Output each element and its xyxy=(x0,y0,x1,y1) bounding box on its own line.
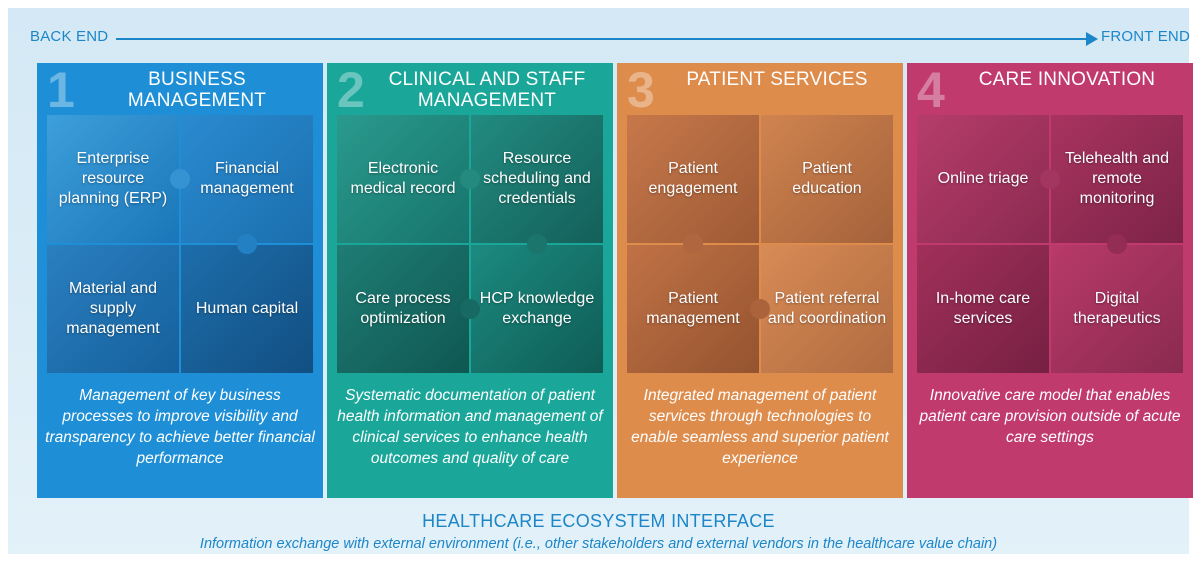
tile-label: Care process optimization xyxy=(355,290,451,327)
tile-label: Material and supply management xyxy=(66,280,160,337)
puzzle-tile: Patient referral and coordination xyxy=(761,245,893,373)
panel-clinical-staff-management: 2 CLINICAL AND STAFF MANAGEMENT Electron… xyxy=(327,63,613,498)
tile-label: Telehealth and remote monitoring xyxy=(1064,150,1170,207)
panel-title: BUSINESS MANAGEMENT xyxy=(127,69,267,111)
panel-description: Integrated management of patient service… xyxy=(631,387,889,467)
panel-number: 2 xyxy=(337,63,365,118)
tile-label: Online triage xyxy=(937,170,1029,187)
tile-label: Patient education xyxy=(792,160,862,197)
puzzle-grid: Electronic medical record Resource sched… xyxy=(337,115,603,373)
panel-number: 3 xyxy=(627,63,655,118)
puzzle-grid: Enterprise resource planning (ERP) Finan… xyxy=(47,115,313,373)
puzzle-tile: Patient education xyxy=(761,115,893,243)
front-end-label: FRONT END xyxy=(1100,28,1190,45)
tile-label: Resource scheduling and credentials xyxy=(483,150,591,207)
ecosystem-interface-title: HEALTHCARE ECOSYSTEM INTERFACE xyxy=(422,511,775,531)
puzzle-tile: Resource scheduling and credentials xyxy=(471,115,603,254)
panel-title: CLINICAL AND STAFF MANAGEMENT xyxy=(388,69,586,111)
panel-patient-services: 3 PATIENT SERVICES Patient engagement Pa… xyxy=(617,63,903,498)
panel-business-management: 1 BUSINESS MANAGEMENT Enterprise resourc… xyxy=(37,63,323,498)
puzzle-knob xyxy=(170,169,190,189)
tile-label: Digital therapeutics xyxy=(1073,290,1161,327)
tile-label: HCP knowledge exchange xyxy=(479,290,595,327)
puzzle-knob xyxy=(460,299,480,319)
puzzle-knob xyxy=(460,169,480,189)
panel-title: PATIENT SERVICES xyxy=(686,69,868,90)
panel-description: Innovative care model that enables patie… xyxy=(919,387,1181,446)
puzzle-tile: Financial management xyxy=(181,115,313,254)
puzzle-tile: Telehealth and remote monitoring xyxy=(1051,115,1183,254)
arrow-line xyxy=(116,38,1090,40)
puzzle-tile: Patient engagement xyxy=(627,115,759,254)
tile-label: Patient management xyxy=(646,290,740,327)
tile-label: In-home care services xyxy=(935,290,1031,327)
puzzle-grid: Online triage Telehealth and remote moni… xyxy=(917,115,1183,373)
puzzle-tile: Human capital xyxy=(181,245,313,373)
puzzle-tile: Electronic medical record xyxy=(337,115,480,243)
diagram-frame: BACK END FRONT END 1 BUSINESS MANAGEMENT… xyxy=(8,8,1193,554)
panel-description: Systematic documentation of patient heal… xyxy=(337,387,603,467)
puzzle-knob xyxy=(237,234,257,254)
panel-title: CARE INNOVATION xyxy=(978,69,1156,90)
puzzle-tile: Online triage xyxy=(917,115,1060,243)
puzzle-tile: Digital therapeutics xyxy=(1051,245,1183,373)
puzzle-tile: Material and supply management xyxy=(47,245,179,373)
puzzle-knob xyxy=(683,234,703,254)
panel-care-innovation: 4 CARE INNOVATION Online triage Teleheal… xyxy=(907,63,1193,498)
tile-label: Electronic medical record xyxy=(350,160,456,197)
tile-label: Enterprise resource planning (ERP) xyxy=(58,150,168,207)
puzzle-knob xyxy=(527,234,547,254)
arrow-head-icon xyxy=(1086,32,1098,46)
tile-label: Human capital xyxy=(195,300,299,317)
ecosystem-interface-subtitle: Information exchange with external envir… xyxy=(199,536,998,552)
tile-label: Financial management xyxy=(200,160,294,197)
puzzle-tile: In-home care services xyxy=(917,245,1049,373)
back-end-label: BACK END xyxy=(30,28,109,45)
tile-label: Patient engagement xyxy=(648,160,738,197)
panel-description: Management of key business processes to … xyxy=(45,387,315,467)
back-to-front-arrow: BACK END FRONT END xyxy=(30,26,1190,50)
puzzle-tile: HCP knowledge exchange xyxy=(471,245,603,373)
panel-number: 4 xyxy=(917,63,945,118)
puzzle-knob xyxy=(750,299,770,319)
puzzle-tile: Care process optimization xyxy=(337,245,480,373)
puzzle-knob xyxy=(1040,169,1060,189)
puzzle-knob xyxy=(1107,234,1127,254)
tile-label: Patient referral and coordination xyxy=(767,290,887,327)
puzzle-tile: Enterprise resource planning (ERP) xyxy=(47,115,190,243)
panel-number: 1 xyxy=(47,63,75,118)
puzzle-grid: Patient engagement Patient education Pat… xyxy=(627,115,893,373)
puzzle-tile: Patient management xyxy=(627,245,770,373)
